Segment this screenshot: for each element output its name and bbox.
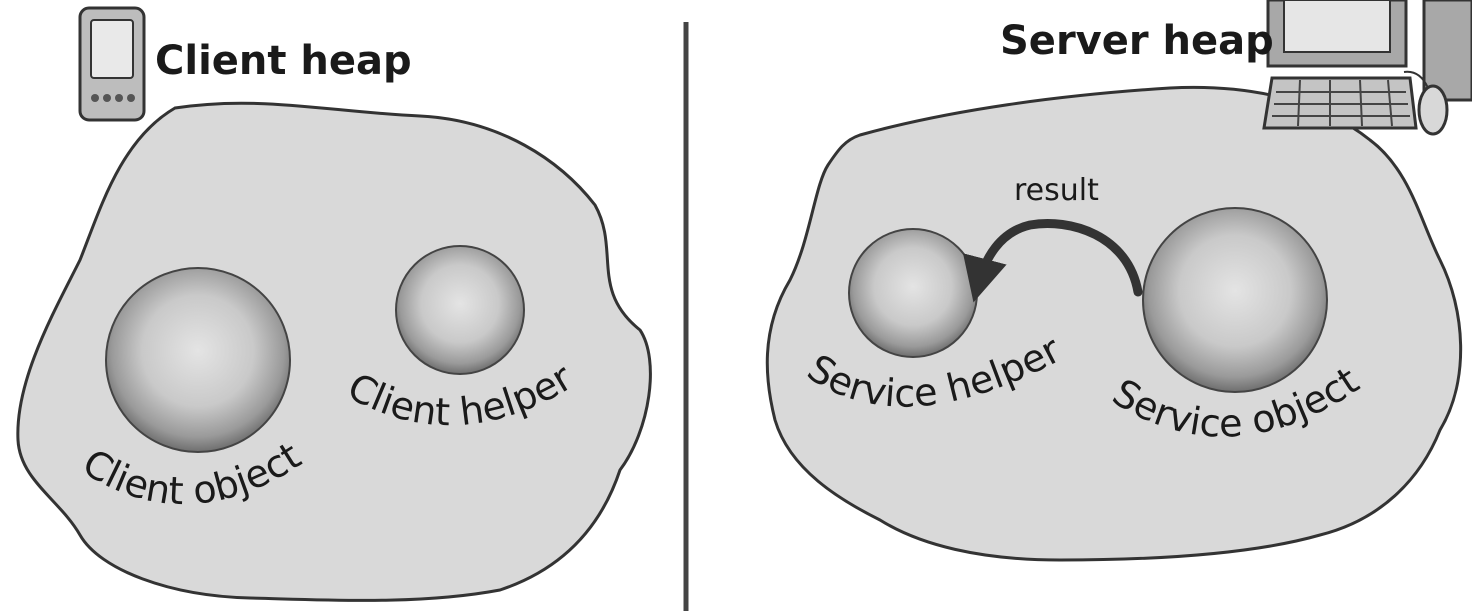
desktop-computer-icon [1264, 0, 1472, 134]
server-heap-title: Server heap [1000, 18, 1274, 64]
server-side: Server heap result Service helper Servic… [767, 0, 1472, 560]
result-label: result [1014, 173, 1099, 208]
client-heap-title: Client heap [155, 38, 412, 84]
client-side: Client heap Client object Client helper [18, 8, 651, 600]
service-helper-sphere [849, 229, 977, 357]
pda-device-icon [80, 8, 144, 120]
service-object-sphere [1143, 208, 1327, 392]
client-helper-sphere [396, 246, 524, 374]
client-object-sphere [106, 268, 290, 452]
